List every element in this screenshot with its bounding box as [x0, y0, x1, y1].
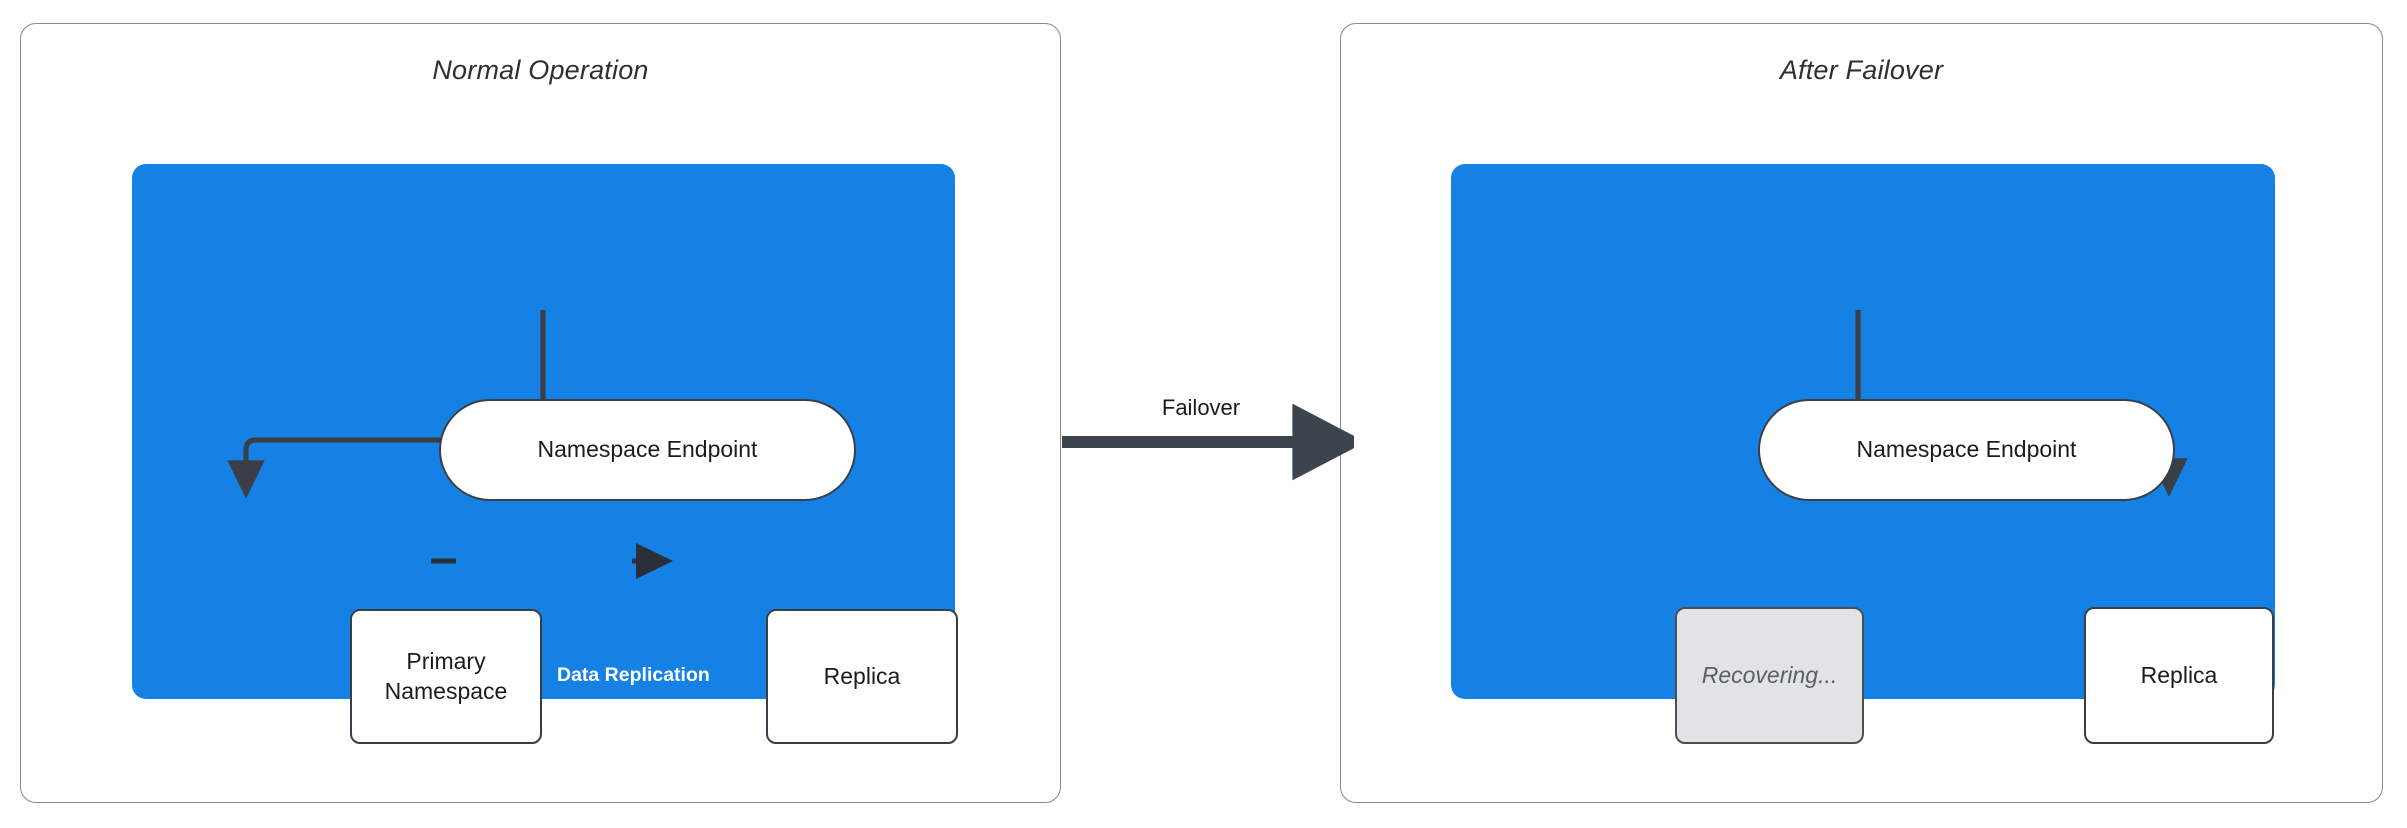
edge-label-data-replication: Data Replication [557, 664, 710, 686]
node-label: Recovering... [1701, 661, 1838, 688]
panel-title-after-failover: After Failover [1779, 55, 1944, 85]
node-label: Namespace Endpoint [537, 436, 758, 463]
node-label: Replica [2140, 661, 2218, 688]
panel-title-normal-operation: Normal Operation [432, 55, 649, 85]
node-label: Namespace Endpoint [1856, 436, 2077, 463]
node-label: Primary Namespace [385, 647, 508, 706]
panel-normal-operation: Normal Operation [20, 23, 1061, 803]
failover-transition: Failover [1048, 395, 1366, 485]
node-replica-normal[interactable]: Replica [766, 609, 958, 744]
node-label: Replica [823, 662, 901, 689]
node-label-line1: Primary [406, 648, 486, 675]
failover-arrow-icon [1062, 403, 1366, 481]
node-primary-namespace[interactable]: Primary Namespace [350, 609, 542, 744]
group-box-failover: Namespace Endpoint Recovering... Replica [1451, 164, 2275, 744]
node-recovering[interactable]: Recovering... [1675, 607, 1864, 744]
node-replica-failover[interactable]: Replica [2084, 607, 2274, 744]
node-label-line2: Namespace [384, 677, 508, 704]
node-namespace-endpoint-failover[interactable]: Namespace Endpoint [1758, 399, 2175, 501]
node-namespace-endpoint-normal[interactable]: Namespace Endpoint [439, 399, 856, 501]
failover-arrow-label: Failover [1161, 395, 1241, 420]
group-box-normal: Data Replication Namespace Endpoint Prim… [132, 164, 958, 744]
panel-after-failover: After Failover Namespace Endpoint Recove… [1340, 23, 2383, 803]
